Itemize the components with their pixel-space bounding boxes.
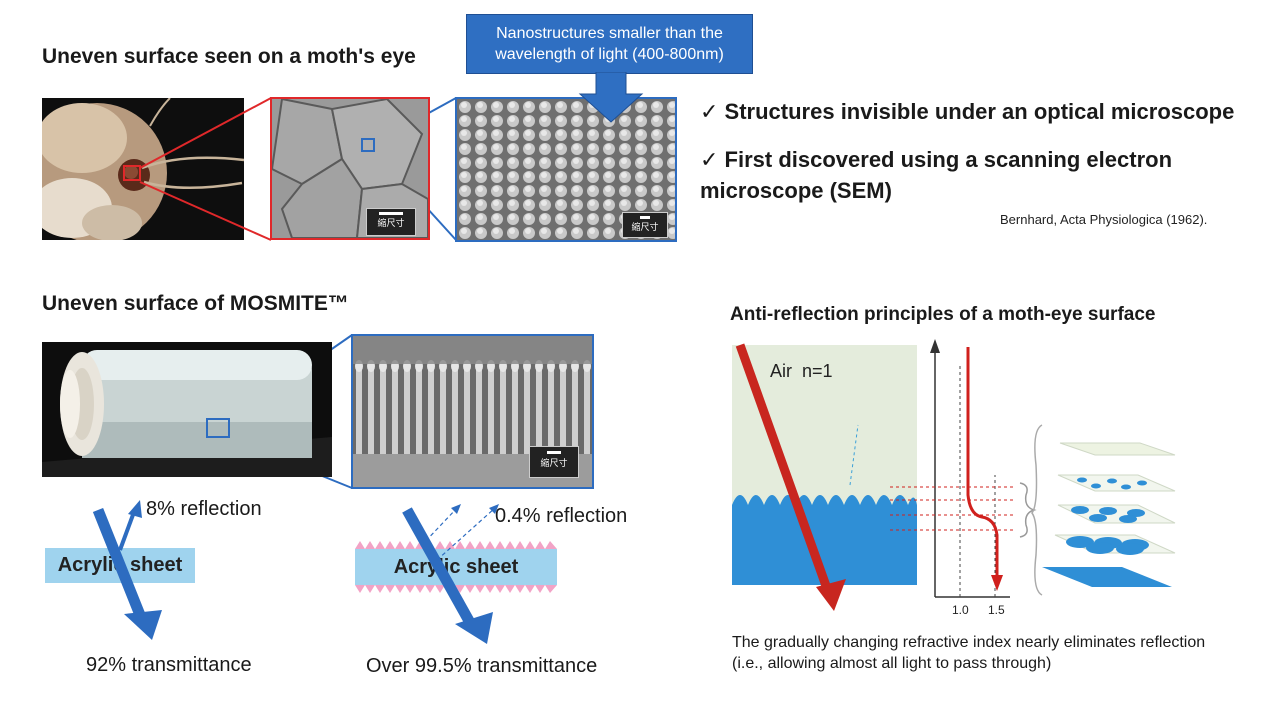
scale-bar: 縮尺寸: [529, 446, 579, 478]
nanostructure-callout: Nanostructures smaller than the waveleng…: [466, 14, 753, 74]
axis-tick-1: 1.0: [952, 603, 969, 617]
callout-down-arrow-icon: [578, 72, 644, 123]
light-arrows-right: [402, 504, 499, 644]
mosmite-structure-layers: [355, 541, 557, 593]
check-sem-discovery: ✓ First discovered using a scanning elec…: [700, 147, 1173, 203]
mosmite-film-roll-photo: [42, 342, 332, 477]
axis-tick-2: 1.5: [988, 603, 1005, 617]
sem-image-eye-facets: [270, 97, 430, 240]
moth-section-title: Uneven surface seen on a moth's eye: [42, 45, 416, 68]
check-optical-microscope: ✓ Structures invisible under an optical …: [700, 99, 1235, 124]
principle-title: Anti-reflection principles of a moth-eye…: [730, 304, 1156, 325]
acrylic-sheet-right: Acrylic sheet: [355, 549, 557, 585]
sem-image-mosmite-cross-section: [351, 334, 594, 489]
reflection-label-left: 8% reflection: [146, 498, 262, 520]
mosmite-section-title: Uneven surface of MOSMITE™: [42, 292, 349, 315]
principle-diagram: Air n=1 1.0 1.5: [720, 335, 1200, 620]
principle-caption: The gradually changing refractive index …: [732, 634, 1206, 672]
air-label: Air n=1: [770, 361, 833, 381]
moth-photo: [42, 98, 244, 240]
transmittance-label-left: 92% transmittance: [86, 654, 252, 676]
scale-bar: 縮尺寸: [366, 208, 416, 236]
citation: Bernhard, Acta Physiologica (1962).: [1000, 212, 1208, 227]
transmittance-label-right: Over 99.5% transmittance: [366, 655, 598, 677]
reflection-label-right: 0.4% reflection: [495, 505, 628, 527]
scale-bar: 縮尺寸: [622, 212, 668, 238]
light-arrows-left: [92, 500, 162, 640]
